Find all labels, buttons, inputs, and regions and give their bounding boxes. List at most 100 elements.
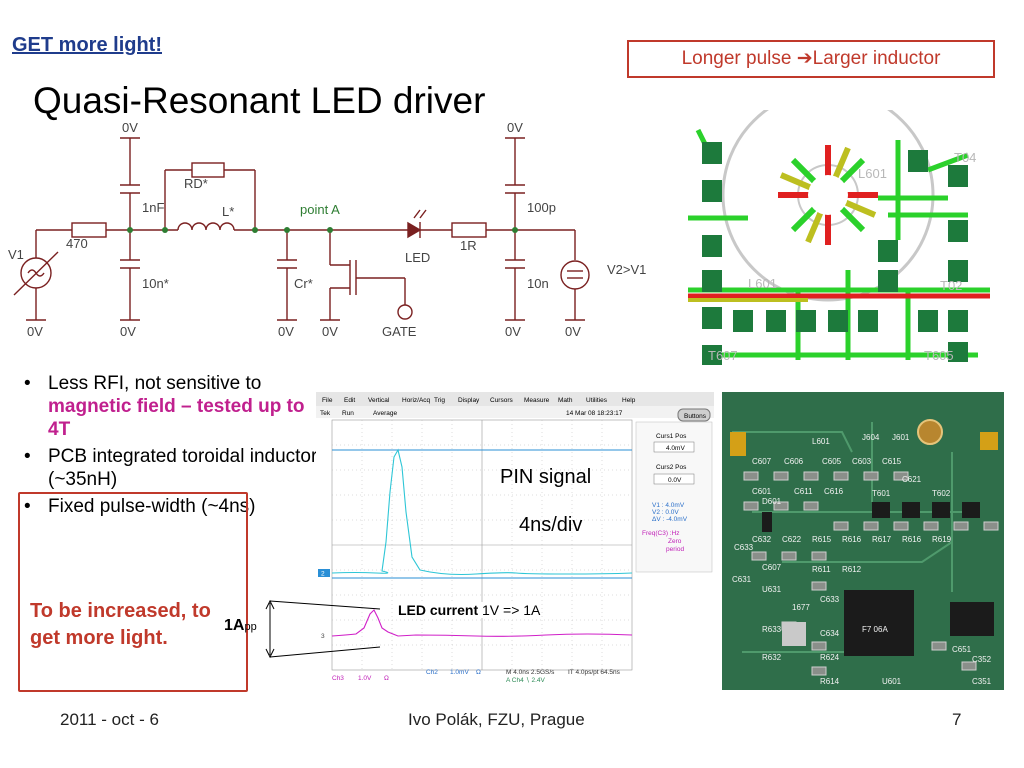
- time-division-label: 4ns/div: [519, 514, 583, 536]
- led-label: LED: [405, 250, 430, 265]
- cr-label: Cr*: [294, 276, 313, 291]
- pcb-label: T02: [940, 278, 962, 293]
- silkscreen-label: C632: [752, 535, 772, 544]
- silkscreen-label: U601: [882, 677, 902, 686]
- cursor-v2: V2 : 0.0V: [652, 509, 679, 516]
- ch2-marker: 2: [321, 571, 325, 578]
- silkscreen-label: C631: [732, 575, 752, 584]
- silkscreen-label: C633: [820, 595, 840, 604]
- silkscreen-label: T602: [932, 489, 951, 498]
- silkscreen-label: C351: [972, 677, 992, 686]
- bullet-list: • Less RFI, not sensitive to magnetic fi…: [20, 372, 320, 522]
- period-readout: period: [666, 546, 684, 553]
- footer-author: Ivo Polák, FZU, Prague: [408, 710, 585, 729]
- silkscreen-label: C607: [762, 563, 782, 572]
- ch3-impedance: Ω: [384, 675, 389, 682]
- gate-label: GATE: [382, 324, 417, 339]
- scope-menu-item[interactable]: File: [322, 397, 333, 404]
- silkscreen-label: R612: [842, 565, 862, 574]
- led-current-title: LED current: [398, 602, 479, 618]
- scope-menu-item[interactable]: Cursors: [490, 397, 514, 404]
- scope-menu-item[interactable]: Edit: [344, 397, 355, 404]
- ch3-marker: 3: [321, 633, 325, 640]
- scope-average: Average: [373, 410, 397, 417]
- silkscreen-label: T601: [872, 489, 891, 498]
- scope-menu-item[interactable]: Measure: [524, 397, 550, 404]
- gnd-label: 0V: [322, 324, 338, 339]
- gnd-label: 0V: [565, 324, 581, 339]
- silkscreen-label: R616: [902, 535, 922, 544]
- silkscreen-label: R616: [842, 535, 862, 544]
- silkscreen-label: J604: [862, 433, 880, 442]
- slide-tag: GET more light!: [12, 34, 162, 56]
- curs1-field[interactable]: [653, 441, 695, 453]
- pcb-label: L601: [748, 276, 777, 291]
- scope-menu-item[interactable]: Trig: [434, 397, 445, 404]
- cursor-dv: ΔV : -4.0mV: [652, 516, 688, 523]
- scope-run: Run: [342, 410, 354, 417]
- led-current-scale: 1V => 1A: [482, 602, 541, 618]
- ch3-scale: 1.0V: [358, 675, 372, 682]
- ch2-label: Ch2: [426, 669, 438, 676]
- curs1-label: Curs1 Pos: [656, 433, 687, 440]
- c10n-label: 10n: [527, 276, 549, 291]
- bullet-dot: •: [24, 373, 31, 394]
- silkscreen-label: C634: [820, 629, 840, 638]
- silkscreen-label: C633: [734, 543, 754, 552]
- r470-label: 470: [66, 236, 88, 251]
- scope-menu-item[interactable]: Utilities: [586, 397, 608, 404]
- timebase-readout: M 4.0ns 2.5GS/s: [506, 669, 555, 676]
- pcb-label: T04: [954, 150, 976, 165]
- led-current-label: LED current 1V => 1A: [398, 602, 541, 618]
- r1r-label: 1R: [460, 238, 477, 253]
- scope-date: 14 Mar 08 18:23:17: [566, 410, 623, 417]
- silkscreen-label: C601: [752, 487, 772, 496]
- bullet-item: • Less RFI, not sensitive to magnetic fi…: [20, 372, 320, 441]
- scope-menu-item[interactable]: Horiz/Acq: [402, 397, 431, 404]
- silkscreen-label: R624: [820, 653, 840, 662]
- bullet-dot: •: [24, 496, 31, 517]
- curs2-field[interactable]: [653, 473, 695, 485]
- bullet-item: • Fixed pulse-width (~4ns): [20, 495, 320, 518]
- bullet-text: Less RFI, not sensitive to: [48, 373, 262, 394]
- callout-text-2: Larger inductor: [812, 48, 941, 69]
- gnd-label: 0V: [122, 120, 138, 135]
- silkscreen-label: C603: [852, 457, 872, 466]
- silkscreen-label: L601: [812, 437, 830, 446]
- bullet-dot: •: [24, 446, 31, 467]
- scope-menu-item[interactable]: Vertical: [368, 397, 390, 404]
- pcb-layout: L601 L601 T02 T04 T607 T605: [688, 110, 990, 368]
- buttons-button[interactable]: [677, 408, 711, 422]
- silkscreen-label: F7 06A: [862, 625, 888, 634]
- scope-menu-item[interactable]: Math: [558, 397, 573, 404]
- scope-menu-item[interactable]: Display: [458, 397, 480, 404]
- silkscreen-label: R617: [872, 535, 892, 544]
- c1-label: 1nF: [142, 200, 164, 215]
- amplitude-unit: pp: [244, 621, 257, 633]
- warning-text: To be increased, to get more light.: [30, 600, 211, 649]
- silkscreen-label: R632: [762, 653, 782, 662]
- silkscreen-label: C621: [902, 475, 922, 484]
- silkscreen-label: C352: [972, 655, 992, 664]
- footer-date: 2011 - oct - 6: [60, 710, 159, 729]
- v2-label: V2>V1: [607, 262, 646, 277]
- v1-label: V1: [8, 247, 24, 262]
- silkscreen-label: R615: [812, 535, 832, 544]
- bullet-item: • PCB integrated toroidal inductor (~35n…: [20, 445, 320, 491]
- gnd-label: 0V: [507, 120, 523, 135]
- cursor-v1: V1 : 4.0mV: [652, 502, 685, 509]
- page-number: 7: [952, 710, 962, 729]
- bullet-highlight: magnetic field – tested up to 4T: [48, 396, 305, 440]
- scope-menu-item[interactable]: Help: [622, 397, 636, 404]
- amplitude-label: 1App: [224, 617, 257, 635]
- silkscreen-label: C607: [752, 457, 772, 466]
- silkscreen-label: C651: [952, 645, 972, 654]
- pcb-label: L601: [858, 166, 887, 181]
- silkscreen-label: C622: [782, 535, 802, 544]
- gnd-label: 0V: [505, 324, 521, 339]
- gnd-label: 0V: [27, 324, 43, 339]
- pin-signal-label: PIN signal: [500, 466, 592, 488]
- zero-readout: Zero: [668, 538, 682, 545]
- bullet-text: Fixed pulse-width (~4ns): [48, 496, 256, 517]
